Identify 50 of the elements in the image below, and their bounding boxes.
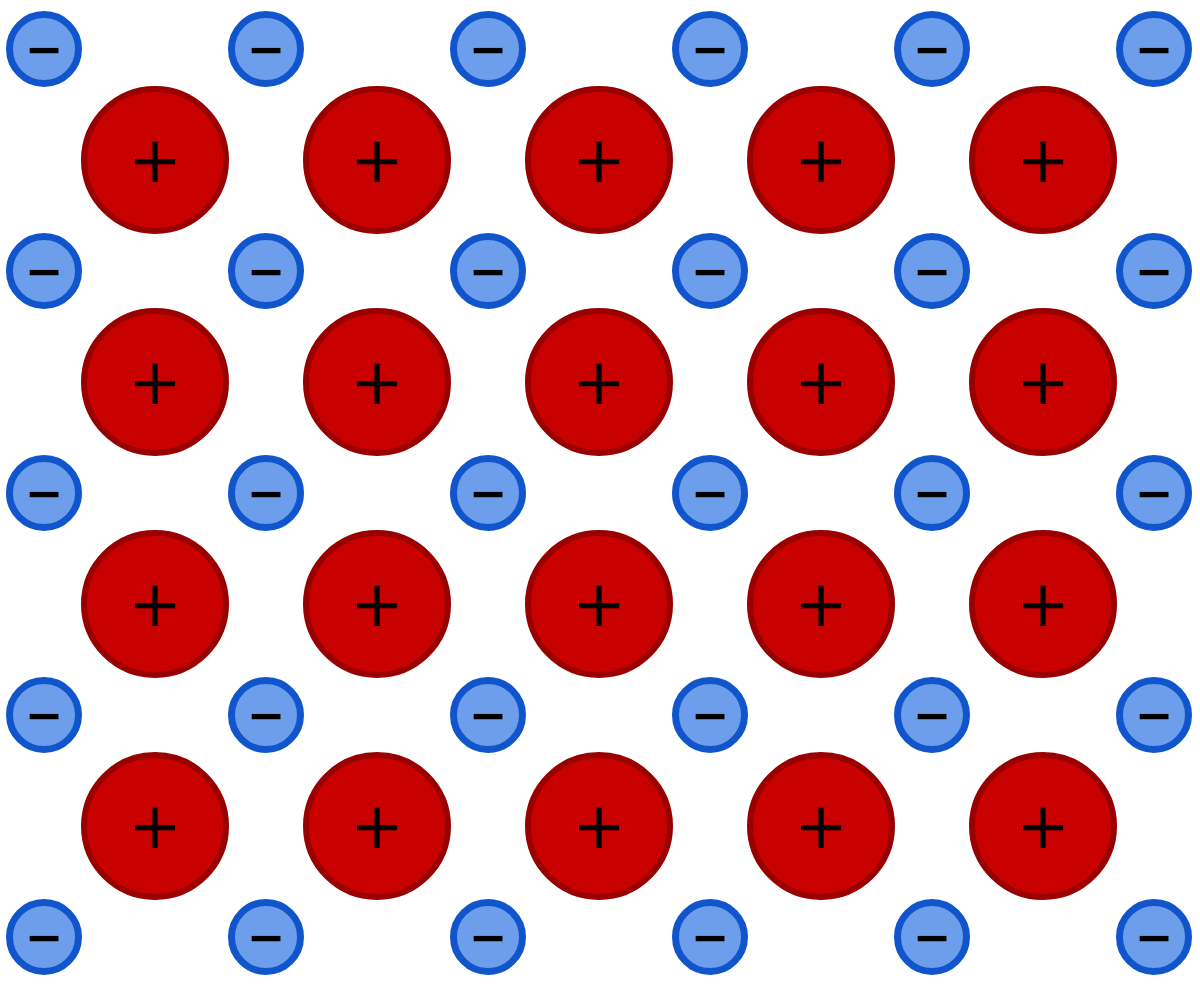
minus-sign: − — [1134, 248, 1174, 294]
minus-sign: − — [468, 470, 508, 516]
plus-sign: + — [794, 350, 848, 414]
plus-sign: + — [794, 794, 848, 858]
minus-sign: − — [690, 692, 730, 738]
minus-sign: − — [468, 248, 508, 294]
minus-sign: − — [246, 470, 286, 516]
plus-sign: + — [794, 572, 848, 636]
plus-sign: + — [350, 350, 404, 414]
plus-sign: + — [572, 350, 626, 414]
minus-sign: − — [1134, 692, 1174, 738]
minus-sign: − — [246, 914, 286, 960]
minus-sign: − — [468, 914, 508, 960]
minus-sign: − — [468, 692, 508, 738]
minus-sign: − — [690, 470, 730, 516]
plus-sign: + — [350, 128, 404, 192]
minus-sign: − — [912, 914, 952, 960]
plus-sign: + — [1016, 350, 1070, 414]
plus-sign: + — [128, 794, 182, 858]
minus-sign: − — [1134, 26, 1174, 72]
minus-sign: − — [246, 692, 286, 738]
plus-sign: + — [572, 794, 626, 858]
minus-sign: − — [246, 26, 286, 72]
plus-sign: + — [1016, 572, 1070, 636]
plus-sign: + — [350, 794, 404, 858]
plus-sign: + — [128, 572, 182, 636]
plus-sign: + — [1016, 128, 1070, 192]
minus-sign: − — [912, 692, 952, 738]
minus-sign: − — [690, 248, 730, 294]
minus-sign: − — [1134, 470, 1174, 516]
minus-sign: − — [24, 914, 64, 960]
plus-sign: + — [794, 128, 848, 192]
plus-sign: + — [1016, 794, 1070, 858]
minus-sign: − — [24, 26, 64, 72]
minus-sign: − — [912, 26, 952, 72]
minus-sign: − — [24, 248, 64, 294]
minus-sign: − — [468, 26, 508, 72]
minus-sign: − — [690, 914, 730, 960]
plus-sign: + — [128, 350, 182, 414]
minus-sign: − — [246, 248, 286, 294]
minus-sign: − — [912, 470, 952, 516]
plus-sign: + — [572, 128, 626, 192]
minus-sign: − — [912, 248, 952, 294]
plus-sign: + — [350, 572, 404, 636]
plus-sign: + — [128, 128, 182, 192]
minus-sign: − — [1134, 914, 1174, 960]
minus-sign: − — [690, 26, 730, 72]
minus-sign: − — [24, 692, 64, 738]
plus-sign: + — [572, 572, 626, 636]
minus-sign: − — [24, 470, 64, 516]
